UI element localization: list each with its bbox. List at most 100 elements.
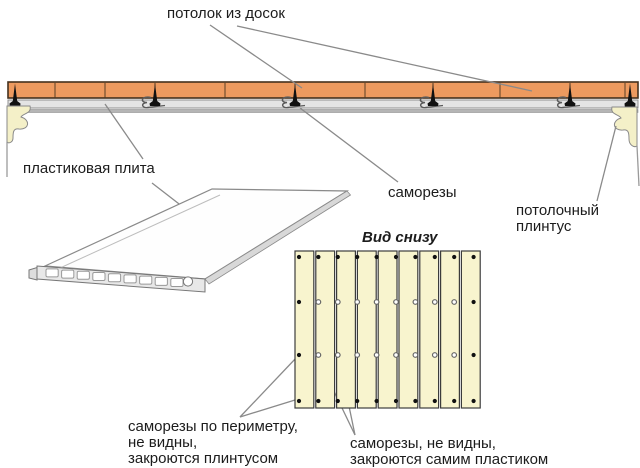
leader-ceiling-plinth [596, 125, 617, 202]
hidden-screw-dot [431, 352, 438, 358]
left-ceiling-plinth [6, 105, 31, 144]
perimeter-screw-dot [432, 254, 437, 260]
perimeter-screw-dot [316, 398, 321, 404]
ceiling-cross-section [6, 81, 640, 187]
right-wall-line [636, 145, 640, 187]
panel-clip [419, 96, 430, 109]
label-perimeter-screws-line1: саморезы по периметру, [128, 418, 298, 435]
hidden-screw-dot [412, 352, 419, 358]
perimeter-screw-dot [296, 398, 302, 404]
perimeter-screw-dot [374, 254, 379, 260]
hidden-screw-dot [451, 299, 458, 305]
perimeter-screw-dot [296, 352, 302, 358]
label-bottom-view-title: Вид снизу [362, 229, 438, 246]
leader-ceiling-boards-left [209, 24, 303, 89]
hidden-screw-dot [315, 352, 322, 358]
panel-cell [92, 272, 106, 282]
screw [149, 83, 161, 106]
label-hidden-screws-line2: закроются самим пластиком [350, 451, 549, 468]
plastic-layer [7, 99, 639, 109]
panel-cell [123, 274, 137, 284]
bottom-view-panel [356, 250, 377, 409]
leader-perimeter-screws-1 [239, 356, 298, 418]
panel-hollow-cells [45, 268, 184, 288]
perimeter-screw-dot [413, 398, 418, 404]
perimeter-screw-dot [296, 299, 302, 305]
label-ceiling-plinth-line2: плинтус [516, 218, 572, 235]
perimeter-screw-dot [393, 254, 399, 260]
perimeter-screw-dot [471, 398, 476, 404]
right-ceiling-plinth [611, 106, 638, 148]
bottom-view-panel [419, 250, 440, 409]
label-hidden-screws: саморезы, не видны, закроются самим плас… [350, 436, 548, 468]
bottom-view-panel [294, 250, 315, 409]
label-screws: саморезы [388, 184, 457, 201]
hidden-screw-dot [393, 352, 399, 358]
hidden-screw-dot [373, 299, 380, 305]
perimeter-screw-dot [432, 398, 437, 404]
panel-cell [154, 276, 168, 286]
screws-group [9, 83, 636, 109]
hidden-screw-dot [354, 299, 361, 305]
label-ceiling-plinth-line1: потолочный [516, 202, 600, 219]
perimeter-screw-dot [471, 352, 476, 358]
panel-cell [76, 270, 90, 280]
panel-clip-tail [424, 104, 444, 109]
perimeter-screw-dot [413, 254, 418, 260]
label-perimeter-screws-line3: закроются плинтусом [128, 450, 279, 467]
perimeter-screw-dot [452, 398, 457, 404]
bottom-view-panel [398, 250, 419, 409]
panel-clip [281, 96, 292, 109]
label-plastic-panel: пластиковая плита [23, 160, 155, 177]
label-ceiling-plinth: потолочный плинтус [516, 203, 599, 235]
panel-cell [107, 273, 122, 283]
screw [427, 83, 439, 106]
hidden-screw-dot [412, 299, 419, 305]
leader-ceiling-boards-right [236, 25, 533, 92]
screw [9, 83, 21, 109]
panel-cell [45, 268, 59, 278]
panel-clip [141, 96, 152, 109]
panel-clip-tail [286, 104, 306, 109]
hidden-screw-dot [334, 299, 341, 305]
label-perimeter-screws: саморезы по периметру, не видны, закроют… [128, 419, 298, 467]
label-hidden-screws-line1: саморезы, не видны, [350, 435, 496, 452]
leader-plastic-panel-top [104, 103, 144, 160]
perimeter-screw-dot [296, 254, 302, 260]
hidden-screw-dot [373, 352, 380, 358]
bottom-view-panel [460, 250, 481, 409]
hidden-screw-dot [315, 299, 322, 305]
panel-cell [139, 275, 153, 285]
bottom-view-panel [440, 250, 461, 409]
screw [624, 83, 636, 109]
hidden-screw-dot [451, 352, 458, 358]
perimeter-screw-dot [452, 254, 457, 260]
bottom-view-panel [315, 250, 336, 409]
perimeter-screw-dot [374, 398, 379, 404]
plastic-panel-3d [28, 188, 352, 293]
perimeter-screw-dot [355, 254, 360, 260]
panel-groove-line [59, 194, 221, 269]
panel-tongue [28, 266, 38, 281]
perimeter-screw-dot [393, 398, 399, 404]
leader-lines [104, 24, 617, 436]
plastic-layer-lip [7, 109, 639, 113]
perimeter-screw-dot [335, 254, 340, 260]
hidden-screw-dot [334, 352, 341, 358]
perimeter-screw-dot [335, 398, 340, 404]
screw [289, 83, 301, 106]
panel-end-lock [182, 276, 194, 287]
bottom-view-panel [336, 250, 357, 409]
panel-clip-tail [561, 104, 581, 109]
perimeter-screw-dot [471, 254, 476, 260]
panel-cell [61, 269, 75, 279]
perimeter-screw-dot [355, 398, 360, 404]
leader-screws [299, 107, 399, 183]
label-ceiling-boards: потолок из досок [167, 5, 285, 22]
bottom-view-panel [377, 250, 398, 409]
panel-clip-tail [146, 104, 166, 109]
hidden-screw-dot [354, 352, 361, 358]
label-perimeter-screws-line2: не видны, [128, 434, 198, 451]
